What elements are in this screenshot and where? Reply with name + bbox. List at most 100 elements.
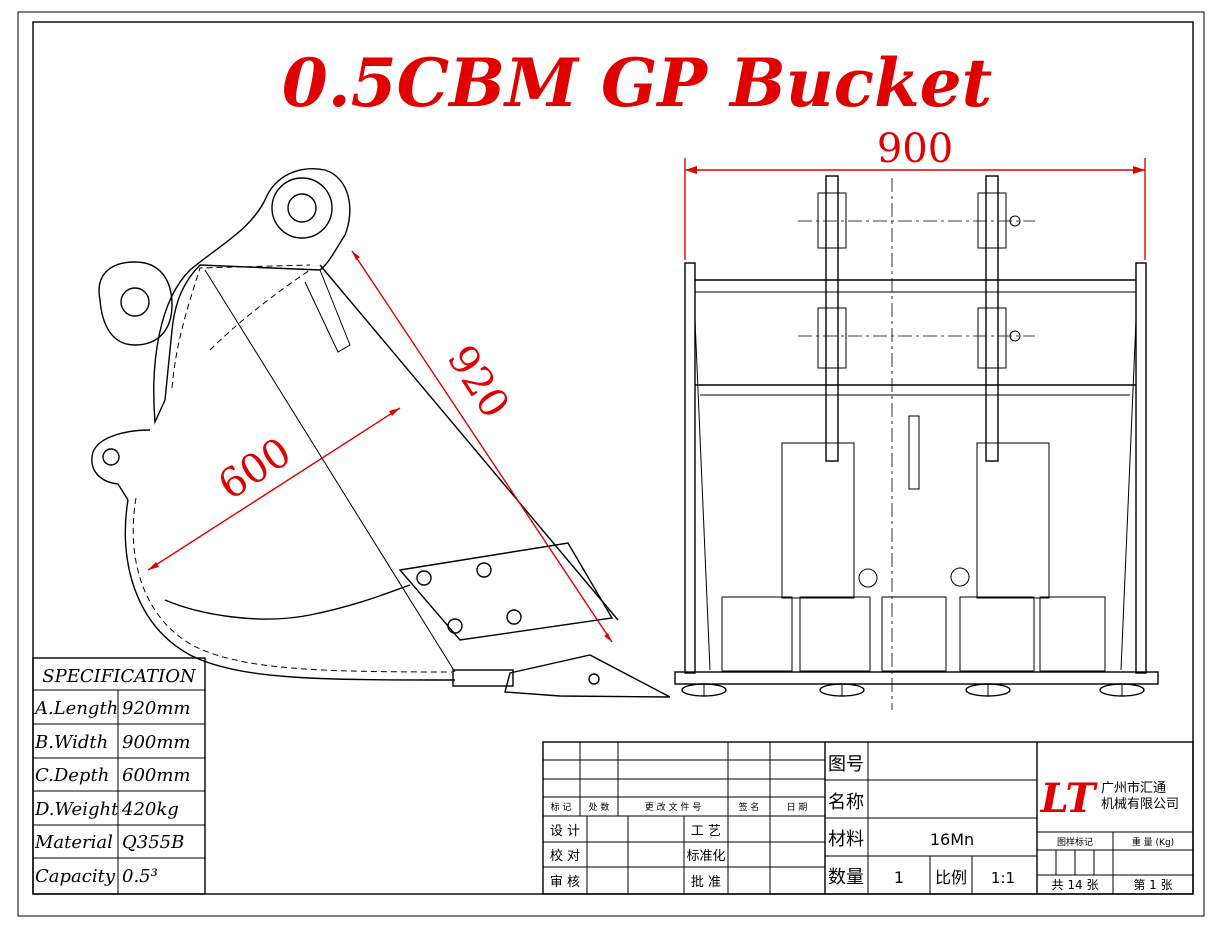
col-label: 签 名: [739, 801, 760, 813]
right-side-plate: [1135, 262, 1147, 674]
spec-label: B.Width: [34, 732, 108, 753]
specification-table: SPECIFICATION A.Length 920mm B.Width 900…: [32, 657, 206, 895]
spec-label: Material: [34, 832, 113, 853]
col-label: 标 记: [551, 801, 572, 813]
ear-plate: [153, 168, 351, 425]
sign-label: 设 计: [550, 824, 580, 839]
left-hole: [858, 568, 878, 588]
dim-line-920: [351, 250, 613, 643]
shell-inner-dash: [132, 497, 453, 673]
front-cutting-edge: [674, 671, 1159, 685]
top-strap: [304, 269, 351, 353]
sign-label: 工 艺: [691, 824, 721, 839]
side-view: 920 600: [91, 168, 671, 698]
front-edge-line: [319, 264, 619, 621]
total-sheets: 共 14 张: [1052, 878, 1099, 892]
title-block: 标 记 处 数 更 改 文 件 号 签 名 日 期 设 计 校 对 审 核 工 …: [542, 741, 1194, 895]
adapter-1: [721, 596, 793, 672]
name-label: 名称: [828, 792, 864, 813]
spec-value: 0.5³: [122, 866, 158, 887]
right-lower-boss: [977, 307, 1007, 369]
adapter-2: [799, 596, 871, 672]
spec-value: 600mm: [122, 765, 191, 786]
shell-outer: [124, 499, 456, 681]
dim-arrow-900-b: [1133, 166, 1145, 174]
dim-arrow-900-a: [685, 166, 697, 174]
drawing-title: 0.5CBM GP Bucket: [282, 44, 992, 122]
sign-label: 标准化: [686, 849, 725, 864]
side-cutter: [398, 542, 614, 641]
tooth-pin: [588, 673, 600, 685]
adapter-5: [1039, 596, 1106, 672]
spec-value: 900mm: [122, 732, 191, 753]
spec-header: SPECIFICATION: [42, 666, 197, 687]
dim-arrow-920-b: [604, 633, 612, 642]
spec-label: D.Weight: [34, 799, 119, 820]
bolt-hole-4: [506, 609, 522, 625]
right-wear-plate: [976, 442, 1050, 599]
scale-value: 1:1: [991, 869, 1015, 887]
sign-label: 批 准: [691, 875, 721, 890]
left-wear-plate: [781, 442, 855, 599]
right-inner-edge: [1120, 319, 1137, 671]
left-inner-edge: [694, 319, 711, 671]
lug-hole: [102, 448, 120, 466]
left-side-plate: [684, 262, 696, 674]
dim-line-600: [147, 407, 401, 571]
right-hole: [950, 567, 970, 587]
rib-dash: [209, 269, 311, 351]
tooth: [504, 654, 671, 698]
material-label: 材料: [828, 829, 864, 850]
dim-arrow-600-a: [148, 562, 159, 570]
upper-pin-hole: [287, 193, 317, 223]
right-ear-plate: [985, 175, 999, 462]
inner-frame: [32, 21, 1194, 895]
col-label: 日 期: [787, 802, 808, 813]
col-label: 处 数: [589, 801, 610, 813]
spec-label: C.Depth: [35, 765, 109, 786]
spec-value: 920mm: [122, 698, 191, 719]
adapter-3: [881, 596, 947, 672]
ear-inner-dash: [171, 264, 311, 389]
dim-arrow-920-a: [352, 251, 360, 260]
upper-pin-boss: [271, 177, 333, 239]
dim-arrow-600-b: [389, 408, 400, 416]
cutting-edge: [452, 669, 514, 687]
outer-frame: [17, 11, 1205, 917]
bolt-hole-3: [447, 618, 463, 634]
stage-label: 图样标记: [1057, 836, 1093, 848]
spec-value: Q355B: [122, 832, 184, 853]
quantity-label: 数量: [828, 867, 864, 888]
left-lower-boss: [817, 307, 847, 369]
left-upper-boss: [817, 192, 847, 249]
spec-value: 420kg: [121, 799, 179, 820]
center-slot: [908, 415, 920, 490]
spec-label: Capacity: [35, 866, 116, 887]
company-logo: LT: [1040, 775, 1099, 822]
inner-floor-curve: [164, 584, 411, 620]
side-lug: [91, 429, 151, 501]
bolt-hole-1: [416, 570, 432, 586]
weight-label: 重 量 (Kg): [1132, 836, 1174, 848]
drawing-no-label: 图号: [828, 754, 864, 775]
sheet-number: 第 1 张: [1133, 878, 1172, 892]
spec-label: A.Length: [33, 698, 118, 719]
scale-label: 比例: [935, 868, 967, 887]
right-upper-boss: [977, 192, 1007, 249]
dim-label-920: 920: [438, 337, 518, 426]
dim-label-900: 900: [877, 126, 953, 172]
adapter-4: [959, 596, 1035, 672]
company-name-line1: 广州市汇通: [1101, 780, 1166, 796]
sign-label: 审 核: [550, 875, 580, 890]
sign-label: 校 对: [550, 848, 580, 864]
front-view: 900: [674, 126, 1159, 710]
bolt-hole-2: [476, 562, 492, 578]
spec-frame: [32, 657, 206, 895]
lower-pin-boss: [98, 261, 173, 346]
side-plate-line: [204, 269, 456, 673]
col-label: 更 改 文 件 号: [645, 801, 701, 813]
dim-label-600: 600: [210, 429, 299, 509]
material-value: 16Mn: [930, 830, 974, 849]
left-ear-plate: [825, 175, 839, 462]
